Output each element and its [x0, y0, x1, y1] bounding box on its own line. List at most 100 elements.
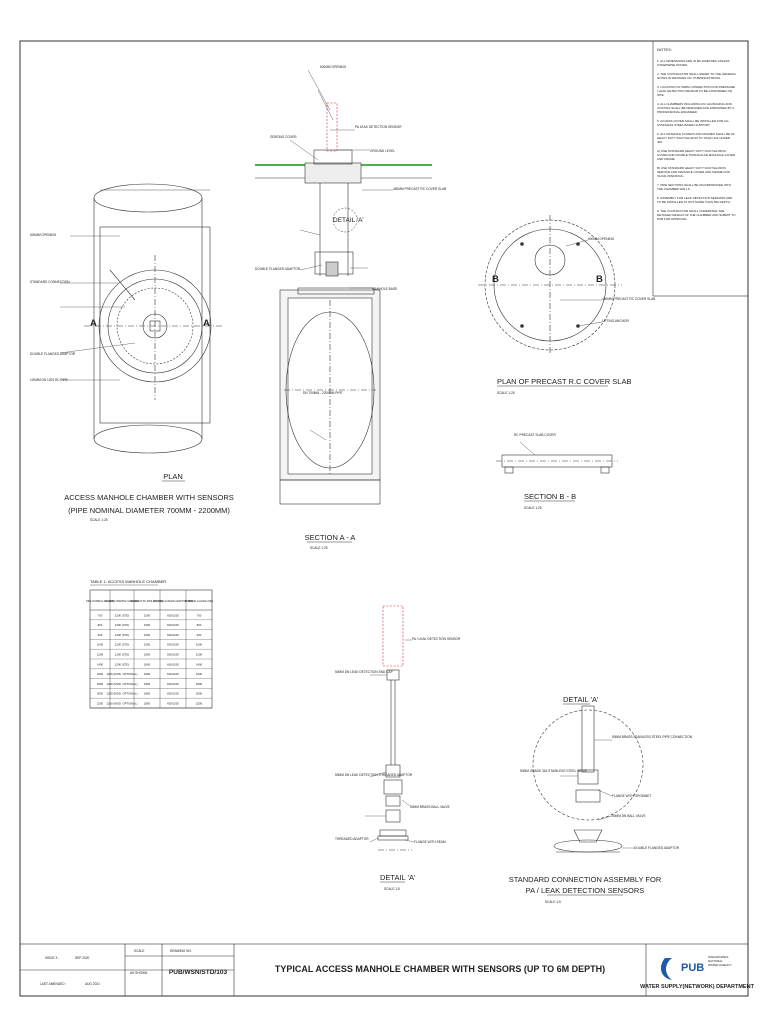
note-item: 4. ALL CHAMBERS INCLUDING RC HAUNCHING A…	[657, 102, 734, 114]
section-aa-view	[255, 102, 432, 505]
table-cell: 1000	[97, 643, 104, 647]
table-title: TABLE 1: ACCESS MANHOLE CHAMBER	[90, 579, 166, 584]
table-cell: 1800	[97, 682, 104, 686]
section-aa-callout-lines	[289, 69, 393, 441]
cover-slab-title: PLAN OF PRECAST R.C COVER SLAB	[497, 377, 631, 386]
title-block	[19, 943, 749, 997]
detail-a-left-callout-6: FLANGE WITH SEAM	[414, 840, 446, 844]
note-item: 3. LOCATION OF 50MM CONNECTION FOR PRESS…	[657, 85, 735, 97]
detail-a-left-title: DETAIL 'A'	[380, 873, 416, 882]
table-cell: 1200 (MOD. OPTIONAL)	[106, 702, 137, 706]
table-cell: 1200 (STD)	[115, 662, 130, 666]
scale-label: SCALE	[134, 949, 144, 953]
sheet-border	[19, 40, 749, 997]
detail-a-right-callout-lines	[560, 739, 634, 849]
section-aa-title: SECTION A - A	[305, 533, 356, 542]
table-cell: 1500	[144, 643, 151, 647]
plan-subtitle-2: (PIPE NOMINAL DIAMETER 700MM - 2200MM)	[68, 506, 230, 515]
note-item: 8. ASSEMBLY FOR LEAK DETECTION SENSORS A…	[657, 196, 732, 204]
last-amended-label: LAST AMENDED :	[40, 982, 66, 986]
notes-heading: NOTES:	[657, 47, 672, 52]
notes-list: 1. ALL DIMENSIONS ARE IN MILLIMETRES UNL…	[657, 59, 737, 221]
detail-a-right-callout-4: 50MM DN BALL VALVE	[612, 814, 646, 818]
detail-a-right-view	[532, 705, 644, 853]
section-bb-view	[496, 454, 618, 474]
table-header-0: PIPE NOMINAL DIA (MM)	[86, 600, 114, 603]
issue-label: ISSUE 3 :	[45, 956, 59, 960]
section-aa-scale: SCALE 1:25	[310, 546, 328, 550]
plan-subtitle: ACCESS MANHOLE CHAMBER WITH SENSORS	[64, 493, 234, 502]
table-cell: 1200 (MOD. OPTIONAL)	[106, 672, 137, 676]
detail-a-right-callout-1: 50MM BRASS STAINLESS STEEL PIPE CONNECTI…	[612, 735, 693, 739]
note-item: 2. THE CONTRACTOR SHALL REFER TO THE GEN…	[657, 72, 737, 80]
table-cell: 800	[98, 623, 103, 627]
section-aa-callout-5: 450MM PRECAST RC COVER SLAB	[393, 187, 446, 191]
table-cell: 1200 (STD)	[115, 643, 130, 647]
detail-a-right-callout-2: 50MM GRADE 316 STAINLESS STEEL VALVE	[520, 769, 587, 773]
drawing-number: PUB/WSN/STD/103	[169, 969, 228, 976]
detail-a-left-callout-1: PA / LEAK DETECTION SENSOR	[412, 637, 461, 641]
plan-callout-3: DOUBLE FLANGED ADAPTOR	[30, 352, 76, 356]
cover-slab-plan	[478, 215, 622, 355]
section-aa-callout-3: GRATING COVER	[270, 135, 297, 139]
detail-a-right-title: STANDARD CONNECTION ASSEMBLY FOR	[509, 875, 662, 884]
table-cell: 1000	[196, 643, 203, 647]
section-aa-detail-ref: DETAIL 'A'	[333, 217, 364, 224]
plan-callout-2: STANDARD CONNECTION	[30, 280, 70, 284]
table-cell: 1200 (STD)	[115, 613, 130, 617]
table-cell: 600/1200	[167, 702, 179, 706]
section-bb-scale: SCALE 1:25	[524, 506, 542, 510]
table-cell: 1800	[144, 653, 151, 657]
section-aa-pipe-dim: DN 700MM - 2200MM PIPE	[303, 391, 343, 395]
table-cell: 600/1200	[167, 653, 179, 657]
table-cell: 2000	[97, 692, 104, 696]
table-cell: 2000	[196, 692, 203, 696]
cover-slab-callout-1: 600MM OPENING	[588, 237, 615, 241]
detail-a-left-scale: SCALE 1:5	[384, 887, 400, 891]
plan-section-mark-left: A	[90, 318, 97, 329]
table-header-3: DOUBLE FLANGED ADAPTOR (MM)	[153, 600, 193, 603]
notes-box	[652, 40, 749, 297]
table-cell: 1500	[144, 613, 151, 617]
plan-view	[84, 183, 224, 454]
table-cell: 600/1200	[167, 633, 179, 637]
table-cell: 1200 (STD)	[115, 653, 130, 657]
issue-value: SEP 2020	[75, 956, 90, 960]
table-1: PIPE NOMINAL DIA (MM)ACCESS OPENING SIZE…	[86, 589, 213, 709]
cover-slab-callout-3: LIFTING ANCHOR	[602, 319, 629, 323]
note-item: 7. PIPE SECTIONS SHALL BE INCORPORATED I…	[657, 183, 732, 191]
plan-title: PLAN	[163, 472, 183, 481]
table-cell: 1600	[97, 672, 104, 676]
table-cell: 1500	[144, 633, 151, 637]
drawing-no-label: DRAWING NO.	[170, 949, 192, 953]
table-cell: 1200 (STD)	[115, 633, 130, 637]
plan-section-mark-right: A	[203, 318, 210, 329]
table-cell: 1200	[196, 653, 203, 657]
cover-slab-scale: SCALE 1:25	[497, 391, 515, 395]
table-header-4: INTERNAL FLANGE (MM)	[185, 600, 213, 603]
table-cell: 1500	[144, 623, 151, 627]
section-bb-title: SECTION B - B	[524, 492, 576, 501]
cover-slab-callout-lines	[560, 239, 603, 327]
table-cell: 1800	[144, 682, 151, 686]
table-cell: 1200	[97, 653, 104, 657]
note-item: 5. ACCESS COVER SHALL BE INSTALLED FOR A…	[657, 119, 730, 127]
table-cell: 1400	[196, 662, 203, 666]
table-cell: 600/1200	[167, 672, 179, 676]
drawing-title: TYPICAL ACCESS MANHOLE CHAMBER WITH SENS…	[275, 964, 605, 974]
detail-a-left-callout-3: 50MM DN LEAK DETECTION THREADED ADAPTOR	[335, 773, 413, 777]
plan-callouts	[59, 235, 136, 381]
pub-logo-swirl	[660, 958, 672, 980]
table-cell: 2200	[196, 702, 203, 706]
plan-callout-1: 600MM OPENING	[30, 233, 57, 237]
table-cell: 1600	[196, 672, 203, 676]
plan-scale: SCALE 1:25	[90, 518, 108, 522]
table-cell: 900	[98, 633, 103, 637]
detail-a-left-callout-lines	[365, 639, 415, 843]
pub-logo-sub2: NATIONAL	[708, 959, 723, 963]
table-cell: 600/1200	[167, 613, 179, 617]
table-cell: 900	[197, 633, 202, 637]
